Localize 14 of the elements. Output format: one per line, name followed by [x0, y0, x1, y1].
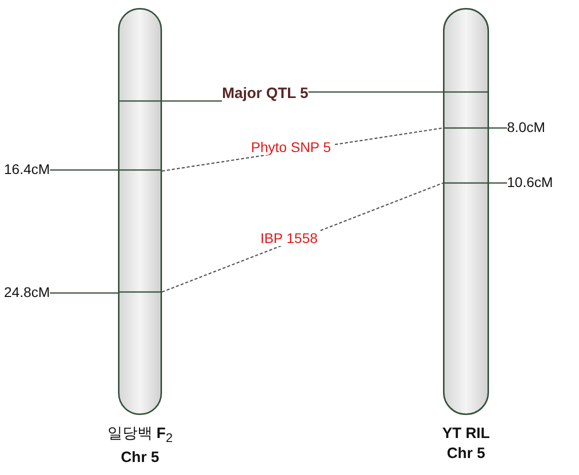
position-label: 16.4cM — [4, 161, 50, 177]
leader-line — [50, 292, 118, 294]
leader-line — [308, 91, 443, 93]
position-label: 8.0cM — [507, 119, 546, 135]
leader-line — [489, 127, 507, 129]
edge-label: Phyto SNP 5 — [249, 139, 333, 155]
marker-label: Major QTL 5 — [222, 85, 308, 102]
chromosome-label: YT RIL Chr 5 — [441, 424, 491, 464]
chromosome-label: 일당백 F$_{2}$ Chr 5 — [106, 424, 174, 468]
leader-line — [162, 100, 222, 102]
leader-line — [50, 169, 118, 171]
position-label: 24.8cM — [4, 284, 50, 300]
leader-line — [489, 182, 507, 184]
position-label: 10.6cM — [507, 174, 553, 190]
